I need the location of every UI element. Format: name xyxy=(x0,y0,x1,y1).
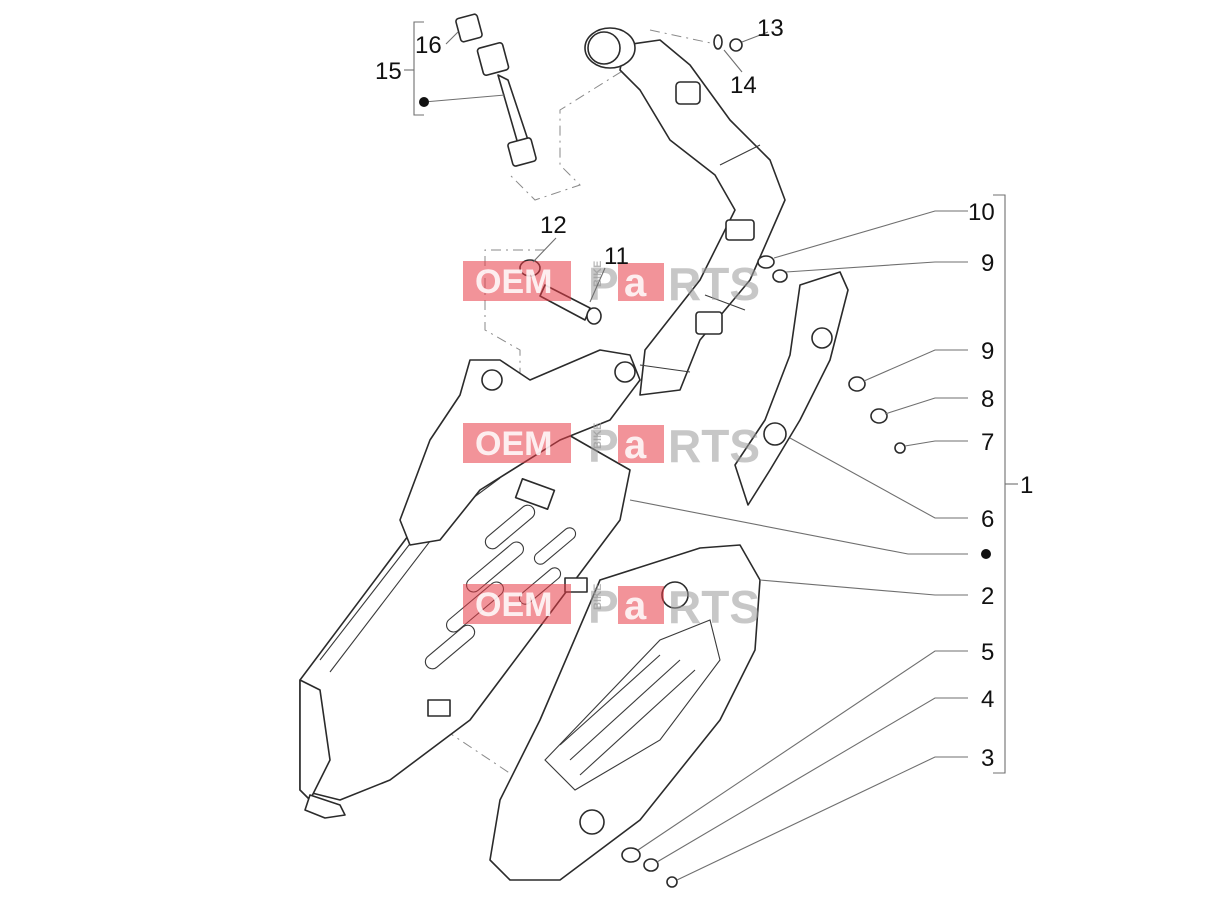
leader-lines xyxy=(404,21,1018,881)
watermark-brand-p: P xyxy=(588,581,619,633)
watermark-brand-a: a xyxy=(624,423,647,467)
callout-4: 4 xyxy=(981,686,994,713)
callout-7: 7 xyxy=(981,429,994,456)
watermark-brand-rts: RTS xyxy=(668,420,760,472)
muffler-heat-shield xyxy=(489,544,761,881)
watermark-brand-side: BIKE xyxy=(592,423,604,449)
callout-16: 16 xyxy=(415,32,442,59)
callout-2: 2 xyxy=(981,583,994,610)
lambda-sensor xyxy=(455,13,537,167)
watermark-brand-rts: RTS xyxy=(668,581,760,633)
watermark-brand-p: P xyxy=(588,420,619,472)
bullet-marker xyxy=(419,97,429,107)
callout-labels: 1 2 3 4 5 6 7 8 9 9 10 11 12 13 14 15 16 xyxy=(375,15,1033,772)
watermark-brand-left: OEM xyxy=(475,425,552,463)
bullet-marker xyxy=(981,549,991,559)
callout-5: 5 xyxy=(981,639,994,666)
callout-1: 1 xyxy=(1020,472,1033,499)
callout-12: 12 xyxy=(540,212,567,239)
small-hardware xyxy=(621,34,906,888)
callout-6: 6 xyxy=(981,506,994,533)
pipe-heat-shield xyxy=(734,271,849,506)
watermark-brand-rts: RTS xyxy=(668,258,760,310)
callout-8: 8 xyxy=(981,386,994,413)
callout-11: 11 xyxy=(604,243,629,270)
watermark-brand-side: BIKE xyxy=(592,584,604,610)
callout-3: 3 xyxy=(981,745,994,772)
watermark-brand-left: OEM xyxy=(475,263,552,301)
watermark-brand-a: a xyxy=(624,584,647,628)
callout-9: 9 xyxy=(981,250,994,277)
callout-9: 9 xyxy=(981,338,994,365)
watermark-2: OEM BIKE P a RTS xyxy=(463,420,760,472)
watermark-3: OEM BIKE P a RTS xyxy=(463,581,760,633)
exhaust-pipe xyxy=(584,27,786,396)
watermark-brand-left: OEM xyxy=(475,586,552,624)
callout-15: 15 xyxy=(375,58,402,85)
watermark-brand-a: a xyxy=(624,261,647,305)
watermark-brand-p: P xyxy=(588,258,619,310)
assembly-guide-lines xyxy=(444,29,721,781)
callout-10: 10 xyxy=(968,199,995,226)
watermark-1: OEM BIKE P a RTS xyxy=(463,258,760,310)
callout-13: 13 xyxy=(757,15,784,42)
callout-14: 14 xyxy=(730,72,757,99)
watermark-brand-side: BIKE xyxy=(592,261,604,287)
